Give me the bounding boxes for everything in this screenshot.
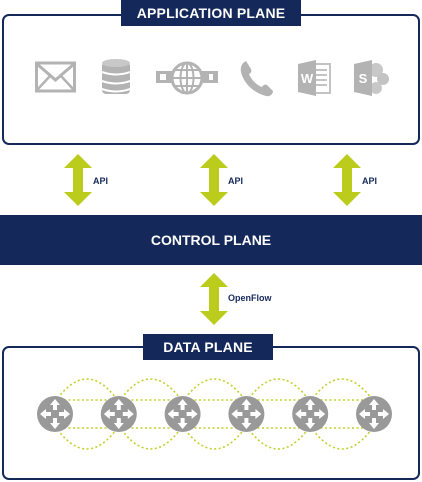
dotted-arc-lower: [118, 425, 184, 450]
dotted-arc-upper: [181, 378, 248, 403]
api-arrow-right: [333, 154, 361, 206]
dotted-arc-lower: [181, 425, 248, 450]
dotted-arc-lower: [54, 425, 120, 450]
svg-text:S: S: [359, 71, 368, 86]
database-icon: [101, 59, 131, 94]
router-switch-icon: [228, 396, 265, 432]
phone-icon: [240, 61, 273, 97]
data-plane-network: [37, 378, 392, 450]
api-label-center: API: [228, 176, 244, 186]
api-label-left: API: [93, 176, 109, 186]
sharepoint-icon: S: [354, 60, 389, 96]
mail-icon: [35, 61, 76, 93]
api-arrow-left: [64, 154, 92, 206]
openflow-label: OpenFlow: [228, 293, 272, 303]
control-plane-bar: CONTROL PLANE: [0, 215, 422, 265]
data-plane-title: DATA PLANE: [143, 334, 273, 360]
dotted-arc-upper: [118, 378, 184, 403]
web-globe-icon: [156, 61, 218, 95]
api-label-right: API: [362, 176, 378, 186]
openflow-arrow: [200, 273, 228, 325]
router-switch-icon: [100, 396, 137, 432]
switch-group: [37, 396, 392, 432]
router-switch-icon: [356, 396, 392, 432]
api-arrow-center: [200, 154, 228, 206]
router-switch-icon: [164, 396, 201, 432]
dotted-arc-upper: [245, 378, 311, 403]
dotted-arc-upper: [309, 378, 375, 403]
dotted-arc-upper: [54, 378, 120, 403]
dotted-arc-lower: [245, 425, 311, 450]
router-switch-icon: [292, 396, 329, 432]
router-switch-icon: [37, 396, 73, 432]
word-document-icon: W: [298, 60, 331, 96]
application-plane-title: APPLICATION PLANE: [121, 0, 301, 26]
dotted-arc-lower: [309, 425, 375, 450]
svg-text:W: W: [301, 71, 314, 86]
